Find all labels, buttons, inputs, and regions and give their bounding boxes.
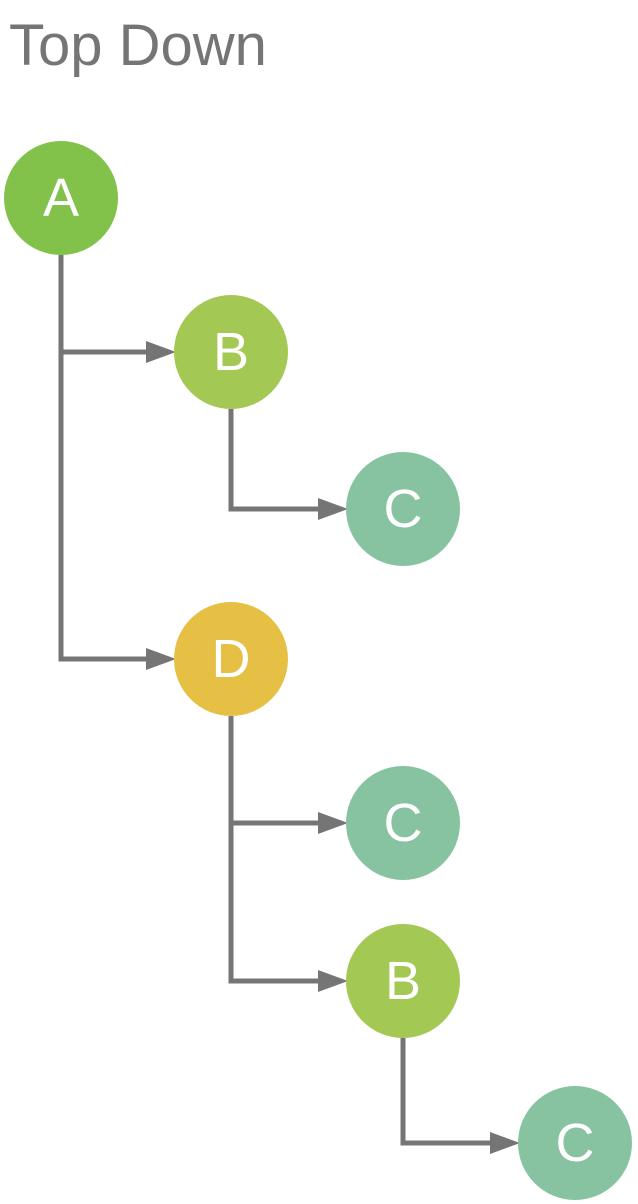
edge-arrowhead-icon (146, 648, 176, 670)
edge-connector (58, 255, 148, 662)
edge-arrowhead-icon (318, 812, 348, 834)
tree-node-label: B (212, 322, 250, 382)
tree-node-label: B (384, 951, 422, 1011)
tree-node-label: C (383, 479, 423, 539)
edge-arrowhead-icon (490, 1132, 520, 1154)
tree-node-B1[interactable]: B (174, 295, 288, 409)
tree-node-A1[interactable]: A (4, 141, 118, 255)
edge-connector (228, 716, 320, 984)
tree-node-label: C (555, 1113, 595, 1173)
tree-node-C2[interactable]: C (346, 766, 460, 880)
tree-node-C1[interactable]: C (346, 452, 460, 566)
diagram-title: Top Down (9, 13, 267, 78)
tree-node-label: A (42, 168, 80, 228)
edge-arrowhead-icon (318, 970, 348, 992)
edge-arrowhead-icon (318, 498, 348, 520)
tree-node-C3[interactable]: C (518, 1086, 632, 1200)
tree-node-D1[interactable]: D (174, 602, 288, 716)
tree-node-B2[interactable]: B (346, 924, 460, 1038)
edge-connector (400, 1038, 492, 1146)
edge-arrowhead-icon (146, 341, 176, 363)
tree-node-label: C (383, 793, 423, 853)
edge-connector (58, 255, 148, 355)
edge-connector (228, 409, 320, 512)
edge-connector (228, 716, 320, 826)
tree-node-label: D (211, 629, 251, 689)
